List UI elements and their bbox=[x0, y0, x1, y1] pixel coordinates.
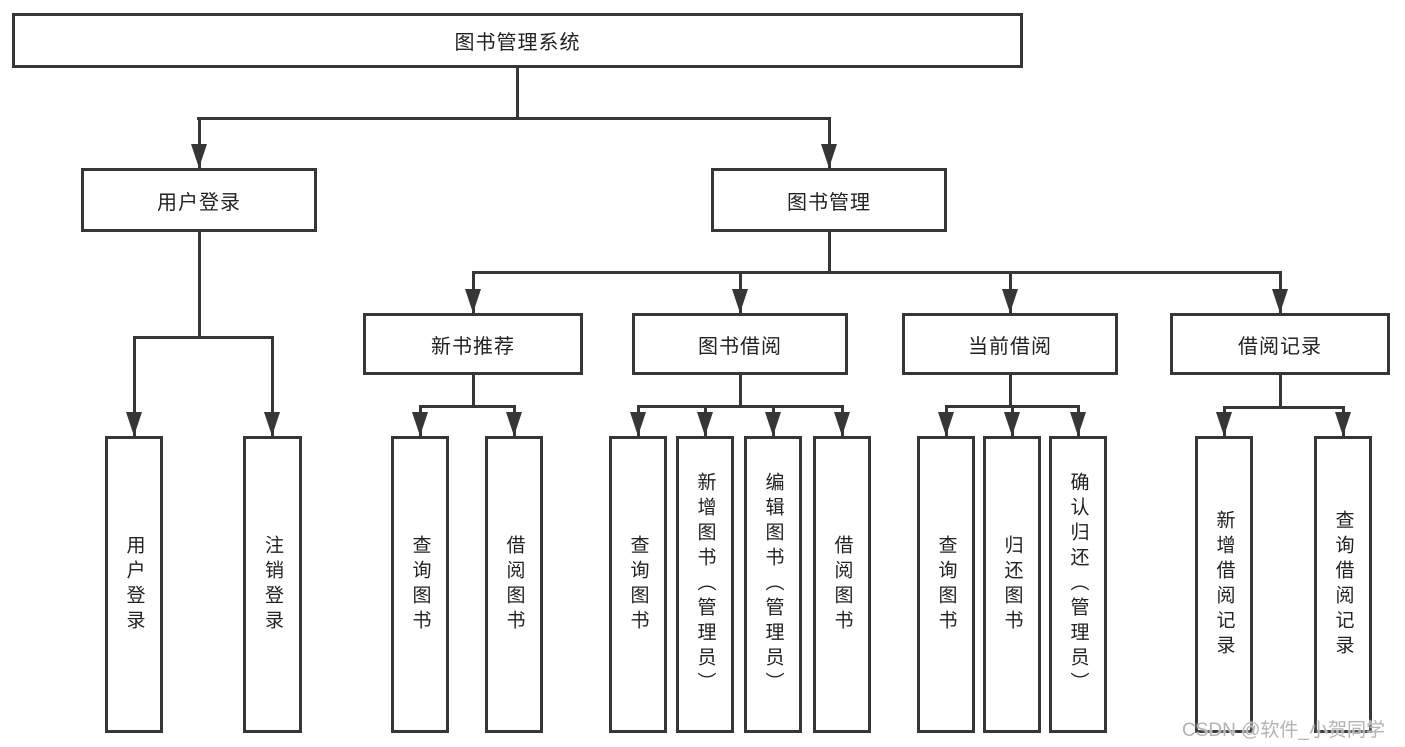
connector-line bbox=[133, 336, 136, 436]
connector-line bbox=[197, 117, 831, 120]
leaf-add-borrow-record: 新增借阅记录 bbox=[1195, 436, 1253, 733]
connector-line bbox=[198, 117, 201, 168]
connector-line bbox=[739, 374, 742, 407]
leaf-borrow-books-recommend: 借阅图书 bbox=[485, 436, 543, 733]
arrowhead-down-icon bbox=[506, 412, 522, 436]
arrowhead-down-icon bbox=[821, 144, 837, 168]
node-borrowing-records: 借阅记录 bbox=[1170, 313, 1390, 375]
connector-line bbox=[637, 405, 844, 408]
connector-line bbox=[472, 374, 475, 407]
connector-line bbox=[419, 405, 516, 408]
leaf-user-login: 用户登录 bbox=[105, 436, 163, 733]
connector-line bbox=[828, 232, 831, 273]
leaf-return-books: 归还图书 bbox=[983, 436, 1041, 733]
leaf-confirm-return-admin: 确认归还（管理员） bbox=[1049, 436, 1107, 733]
arrowhead-down-icon bbox=[697, 412, 713, 436]
node-book-borrowing: 图书借阅 bbox=[632, 313, 848, 375]
connector-line bbox=[271, 336, 274, 436]
arrowhead-down-icon bbox=[1070, 412, 1086, 436]
connector-line bbox=[1009, 374, 1012, 407]
arrowhead-down-icon bbox=[465, 289, 481, 313]
node-new-book-recommendation: 新书推荐 bbox=[363, 313, 583, 375]
connector-line bbox=[828, 117, 831, 168]
leaf-edit-book-admin: 编辑图书（管理员） bbox=[744, 436, 802, 733]
leaf-query-borrow-record: 查询借阅记录 bbox=[1314, 436, 1372, 733]
connector-line bbox=[1223, 406, 1345, 409]
arrowhead-down-icon bbox=[732, 289, 748, 313]
leaf-borrow-books: 借阅图书 bbox=[813, 436, 871, 733]
connector-line bbox=[198, 232, 201, 338]
arrowhead-down-icon bbox=[1335, 412, 1351, 436]
node-library-management-system: 图书管理系统 bbox=[12, 13, 1023, 68]
leaf-query-books-borrowing: 查询图书 bbox=[609, 436, 667, 733]
connector-line bbox=[472, 271, 1282, 274]
arrowhead-down-icon bbox=[630, 412, 646, 436]
leaf-add-book-admin: 新增图书（管理员） bbox=[676, 436, 734, 733]
arrowhead-down-icon bbox=[412, 412, 428, 436]
node-current-borrowing: 当前借阅 bbox=[902, 313, 1118, 375]
arrowhead-down-icon bbox=[1272, 289, 1288, 313]
arrowhead-down-icon bbox=[264, 412, 280, 436]
arrowhead-down-icon bbox=[1002, 289, 1018, 313]
arrowhead-down-icon bbox=[1216, 412, 1232, 436]
arrowhead-down-icon bbox=[1004, 412, 1020, 436]
leaf-query-books-current: 查询图书 bbox=[917, 436, 975, 733]
arrowhead-down-icon bbox=[765, 412, 781, 436]
connector-line bbox=[516, 67, 519, 119]
connector-line bbox=[133, 336, 274, 339]
connector-line bbox=[1279, 374, 1282, 408]
arrowhead-down-icon bbox=[834, 412, 850, 436]
node-user-login: 用户登录 bbox=[81, 168, 317, 232]
node-book-management: 图书管理 bbox=[711, 168, 947, 232]
arrowhead-down-icon bbox=[938, 412, 954, 436]
arrowhead-down-icon bbox=[126, 412, 142, 436]
arrowhead-down-icon bbox=[191, 144, 207, 168]
leaf-query-books-recommend: 查询图书 bbox=[391, 436, 449, 733]
leaf-logout: 注销登录 bbox=[243, 436, 302, 733]
csdn-watermark: CSDN @软件_小贺同学 bbox=[1182, 720, 1385, 741]
